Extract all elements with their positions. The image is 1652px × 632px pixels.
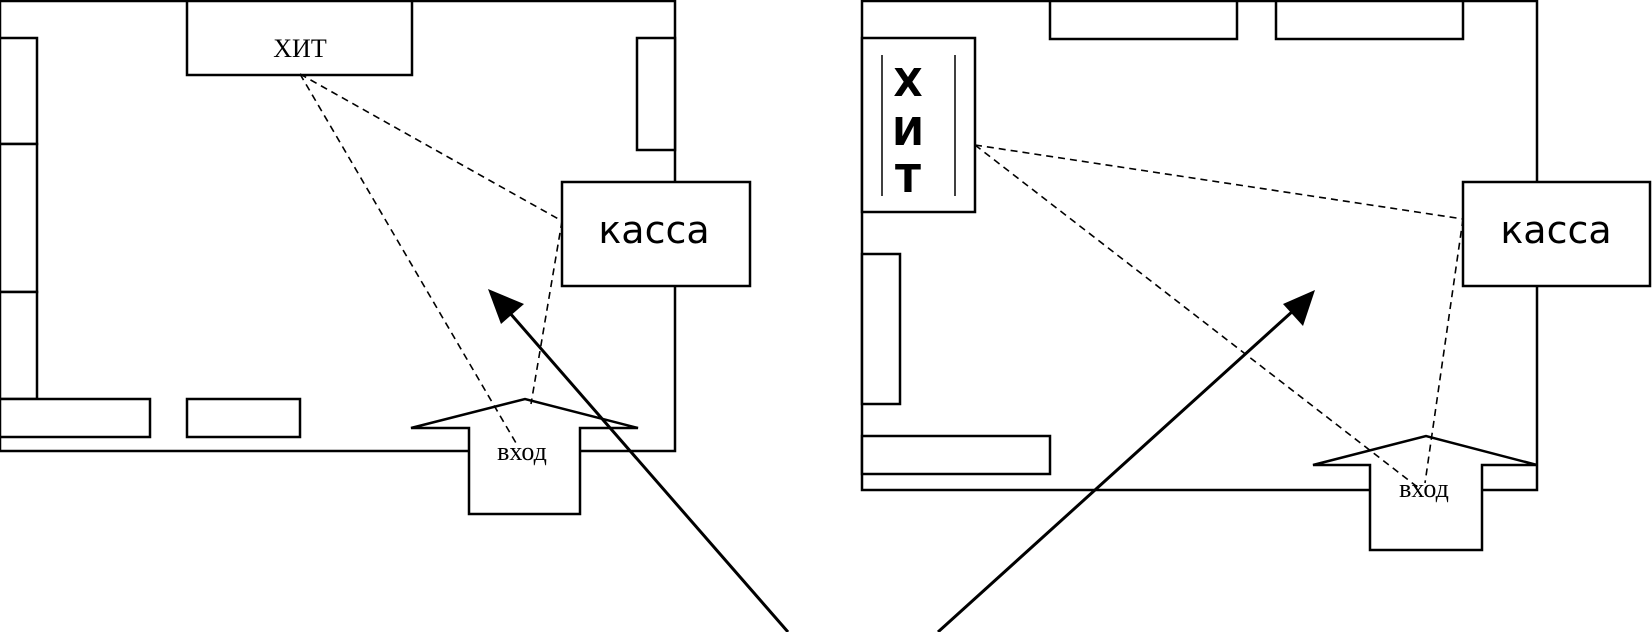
top-shelf — [1048, 0, 1239, 41]
left-wall-shelf — [0, 290, 39, 401]
checkout-counter — [1461, 180, 1652, 288]
hit-letter: Х — [893, 61, 922, 105]
hit-label: ХИТ — [273, 34, 327, 63]
right-store-plan: Х И Т касса вход — [860, 0, 1652, 552]
pointer-arrow-shaft — [936, 308, 1296, 632]
left-store-plan: ХИТ касса вход — [0, 0, 752, 516]
bottom-shelf — [185, 397, 302, 439]
pointer-arrow-left — [488, 289, 790, 632]
left-wall-shelf — [0, 36, 39, 146]
hit-display — [860, 36, 977, 214]
left-wall-shelf — [0, 142, 39, 294]
checkout-counter — [560, 180, 752, 288]
hit-letter: И — [892, 110, 924, 154]
top-shelf — [1274, 0, 1465, 41]
pointer-arrow-shaft — [507, 311, 790, 632]
pointer-arrow-head — [488, 289, 524, 324]
sightline — [1424, 218, 1464, 484]
hit-display — [185, 0, 414, 77]
bottom-shelf — [860, 434, 1052, 476]
sightline — [974, 144, 1464, 220]
sightline — [530, 220, 563, 405]
pointer-arrow-right — [936, 290, 1315, 632]
checkout-label: касса — [598, 208, 709, 252]
hit-letter: Т — [895, 157, 921, 201]
sightline — [974, 144, 1421, 490]
bottom-shelf — [0, 397, 152, 439]
checkout-label: касса — [1500, 208, 1611, 252]
left-wall-shelf — [860, 252, 902, 406]
pointer-arrow-head — [1283, 290, 1315, 326]
right-wall-shelf — [635, 36, 677, 152]
entrance-arrow — [410, 397, 639, 516]
sightline — [299, 73, 563, 222]
entrance-arrow — [1312, 434, 1538, 552]
entrance-label: вход — [497, 437, 547, 466]
